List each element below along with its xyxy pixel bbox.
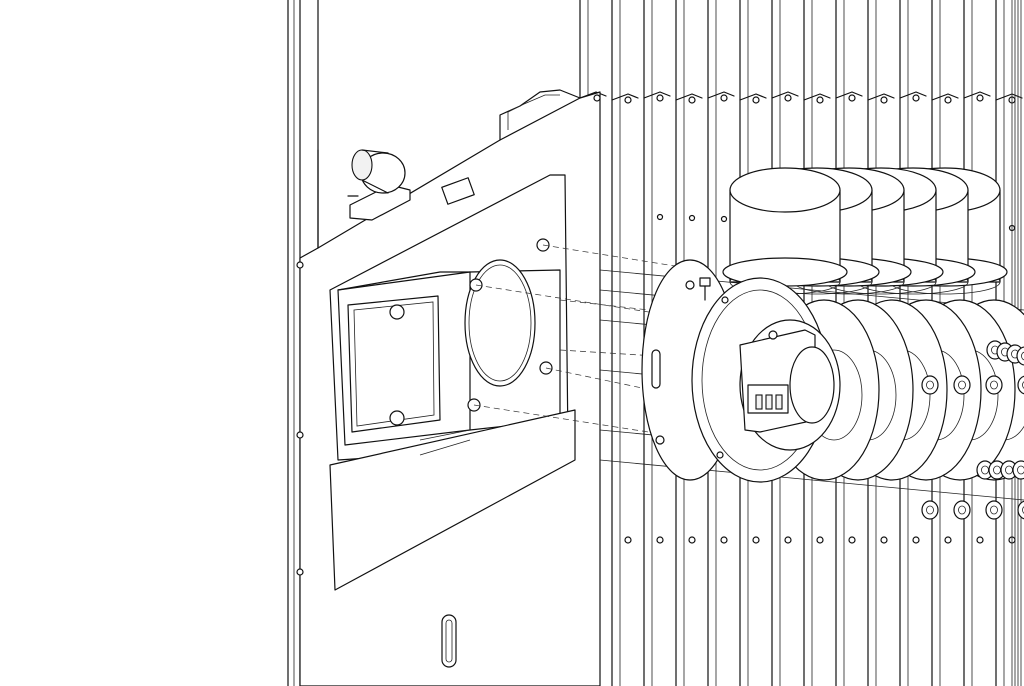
nut-hole [958,505,966,515]
nut-hole [958,380,966,390]
nut [921,375,939,395]
nut [1017,500,1024,520]
fin-rivet [688,536,696,544]
fin-rivet [816,536,824,544]
nut-hole [926,505,934,515]
sight-glass [739,329,835,433]
fin-top [931,93,959,101]
fin-rivet [656,94,664,102]
nut-hole [1021,351,1024,361]
fin-rivet [720,94,728,102]
fin-top [611,93,639,101]
fin-top [867,93,895,101]
fin-top [963,91,991,99]
nut-hole [990,505,998,515]
nut [985,500,1003,520]
nut-hole [926,380,934,390]
fin-rivet [944,536,952,544]
fin-top [803,93,831,101]
nut-hole [1017,465,1024,475]
fin-rivet [624,536,632,544]
nut [1012,460,1024,480]
fin-rivet [976,94,984,102]
fin-rivet [784,536,792,544]
nut [985,375,1003,395]
fin-rivet [912,94,920,102]
fin-top [835,91,863,99]
fin-rivet [848,94,856,102]
fin-top [643,91,671,99]
nut [953,500,971,520]
fin-rivet [880,536,888,544]
fin-rivet [912,536,920,544]
nut-hole [1022,381,1024,389]
sensor-bracket [347,149,411,221]
nut-hole [990,380,998,390]
fin-rivet [848,536,856,544]
nut [921,500,939,520]
fin-top [771,91,799,99]
fin-rivet [688,96,696,104]
nut [1016,346,1024,366]
fin-rivet [688,214,696,222]
fin-rivet [656,213,664,221]
nut [1017,375,1024,395]
fin-rivet [624,96,632,104]
fin-rivet [752,536,760,544]
fin-rivet [880,96,888,104]
burner-tube [722,167,1008,295]
fin-rivet [784,94,792,102]
fin-rivet [752,96,760,104]
fin-top [707,91,735,99]
fin-rivet [656,536,664,544]
cover-plate [347,295,441,433]
nut [953,375,971,395]
fastener-nuts [921,340,1024,520]
fin-top [739,93,767,101]
fin-rivet [976,536,984,544]
fin-rivet [816,96,824,104]
fin-rivet [944,96,952,104]
tube-top [729,167,841,213]
fin-top [899,91,927,99]
fin-rivet [720,536,728,544]
fin-top [675,93,703,101]
nut-hole [1022,506,1024,514]
fin-rivet [720,215,728,223]
